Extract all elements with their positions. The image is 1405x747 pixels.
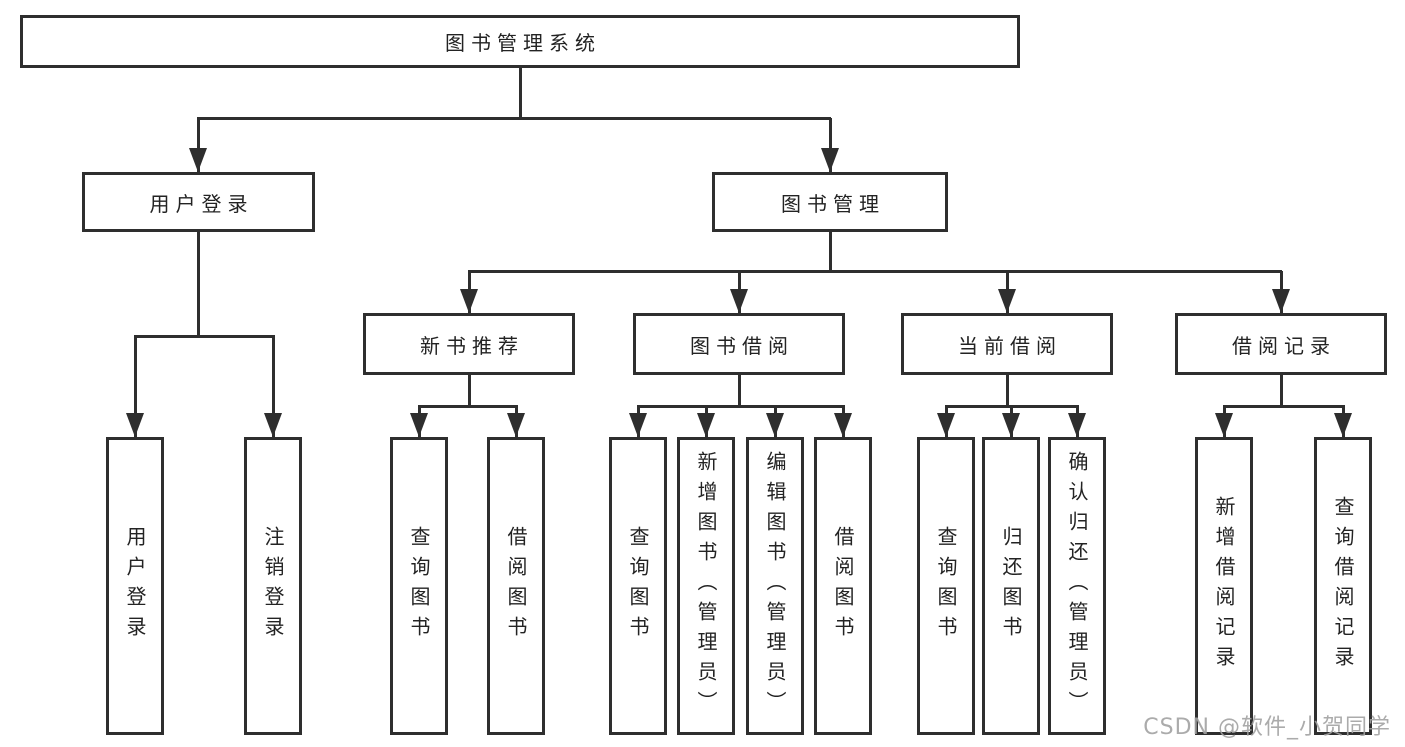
node-label: 图书管理系统: [445, 31, 601, 55]
node-current-borrow: 当前借阅: [901, 313, 1113, 375]
node-label: 查询图书: [934, 526, 958, 646]
connector-line: [738, 375, 741, 408]
node-new-book-recommend: 新书推荐: [363, 313, 575, 375]
leaf-query-book-2: 查询图书: [609, 437, 667, 735]
node-label: 借阅图书: [831, 526, 855, 646]
arrow-down-icon: [126, 413, 144, 437]
node-book-borrow: 图书借阅: [633, 313, 845, 375]
arrow-down-icon: [1068, 413, 1086, 437]
arrow-down-icon: [697, 413, 715, 437]
node-root: 图书管理系统: [20, 15, 1020, 68]
node-user-login: 用户登录: [82, 172, 315, 232]
node-label: 注销登录: [261, 526, 285, 646]
arrow-down-icon: [998, 289, 1016, 313]
node-label: 查询图书: [407, 526, 431, 646]
node-label: 图书管理: [781, 191, 885, 216]
arrow-down-icon: [766, 413, 784, 437]
node-label: 归还图书: [999, 526, 1023, 646]
node-book-management: 图书管理: [712, 172, 948, 232]
arrow-down-icon: [1334, 413, 1352, 437]
connector-line: [468, 270, 1282, 273]
connector-line: [829, 232, 832, 273]
connector-line: [1006, 375, 1009, 408]
arrow-down-icon: [264, 413, 282, 437]
node-label: 用户登录: [123, 526, 147, 646]
arrow-down-icon: [1272, 289, 1290, 313]
connector-line: [1223, 405, 1345, 408]
connector-line: [637, 405, 845, 408]
connector-line: [197, 117, 831, 120]
connector-line: [945, 405, 1079, 408]
arrow-down-icon: [189, 148, 207, 172]
node-label: 借阅图书: [504, 526, 528, 646]
connector-line: [1280, 375, 1283, 408]
leaf-borrow-book-2: 借阅图书: [814, 437, 872, 735]
arrow-down-icon: [834, 413, 852, 437]
node-label: 新增图书（管理员）: [694, 451, 718, 721]
node-label: 确认归还（管理员）: [1065, 451, 1089, 721]
arrow-down-icon: [410, 413, 428, 437]
leaf-return-book: 归还图书: [982, 437, 1040, 735]
leaf-add-book-admin: 新增图书（管理员）: [677, 437, 735, 735]
leaf-user-login: 用户登录: [106, 437, 164, 735]
arrow-down-icon: [937, 413, 955, 437]
connector-line: [519, 68, 522, 118]
arrow-down-icon: [507, 413, 525, 437]
leaf-add-borrow-record: 新增借阅记录: [1195, 437, 1253, 735]
leaf-edit-book-admin: 编辑图书（管理员）: [746, 437, 804, 735]
node-label: 编辑图书（管理员）: [763, 451, 787, 721]
leaf-query-book-3: 查询图书: [917, 437, 975, 735]
node-label: 图书借阅: [690, 333, 794, 358]
node-label: 当前借阅: [958, 333, 1062, 358]
connector-line: [272, 336, 275, 437]
arrow-down-icon: [1002, 413, 1020, 437]
leaf-query-borrow-record: 查询借阅记录: [1314, 437, 1372, 735]
leaf-confirm-return-admin: 确认归还（管理员）: [1048, 437, 1106, 735]
arrow-down-icon: [629, 413, 647, 437]
arrow-down-icon: [460, 289, 478, 313]
connector-line: [829, 118, 832, 172]
arrow-down-icon: [1215, 413, 1233, 437]
connector-line: [197, 118, 200, 172]
node-label: 新增借阅记录: [1212, 496, 1236, 676]
node-label: 查询图书: [626, 526, 650, 646]
leaf-borrow-book-1: 借阅图书: [487, 437, 545, 735]
arrow-down-icon: [730, 289, 748, 313]
connector-line: [468, 375, 471, 408]
watermark: CSDN @软件_小贺同学: [1143, 715, 1391, 740]
node-label: 用户登录: [149, 191, 254, 216]
node-label: 新书推荐: [420, 333, 524, 358]
node-label: 借阅记录: [1232, 333, 1336, 358]
arrow-down-icon: [821, 148, 839, 172]
leaf-logout: 注销登录: [244, 437, 302, 735]
connector-line: [134, 336, 137, 437]
connector-line: [197, 232, 200, 337]
node-borrow-records: 借阅记录: [1175, 313, 1387, 375]
connector-line: [134, 335, 275, 338]
leaf-query-book-1: 查询图书: [390, 437, 448, 735]
node-label: 查询借阅记录: [1331, 496, 1355, 676]
connector-line: [418, 405, 518, 408]
